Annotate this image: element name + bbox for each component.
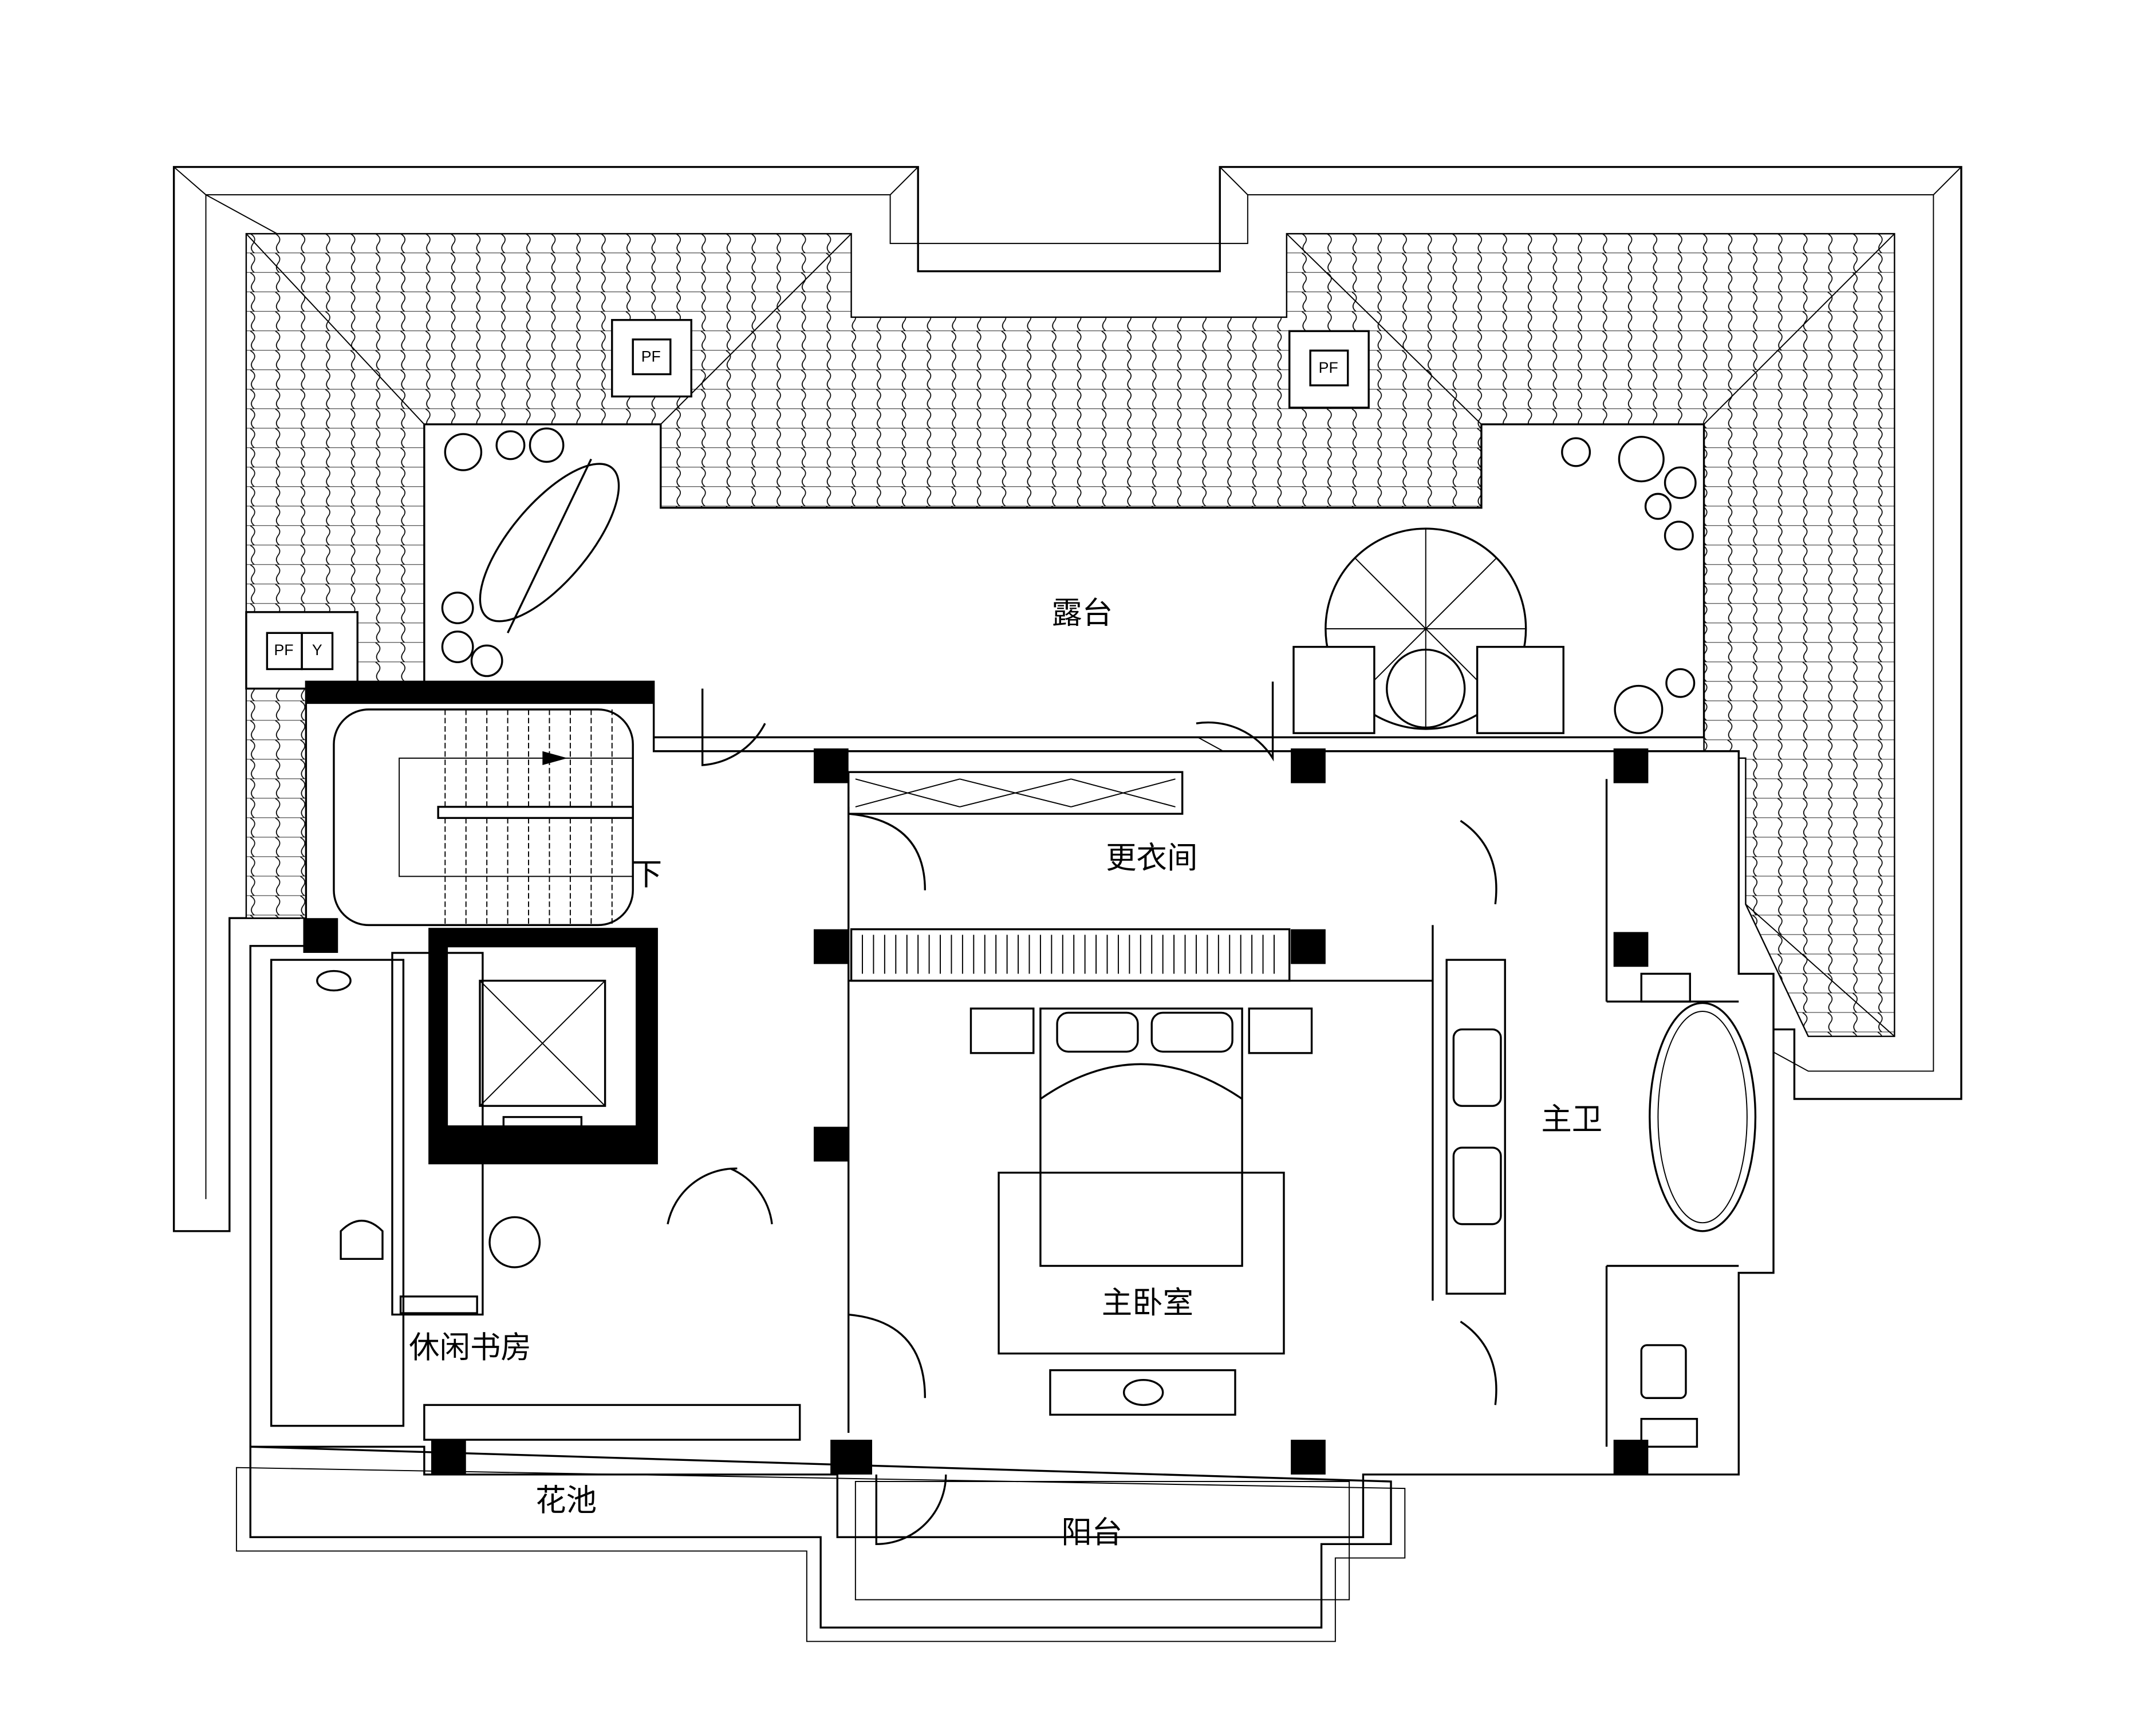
study-furniture: [270, 952, 801, 1441]
building-walls: [249, 680, 1775, 1538]
label-study: 休闲书房: [409, 1329, 531, 1365]
doors: [667, 681, 1497, 1546]
label-dressing-room: 更衣间: [1106, 840, 1197, 876]
pf-label: PF: [274, 641, 293, 659]
label-master-bath: 主卫: [1541, 1101, 1602, 1137]
label-balcony: 阳台: [1061, 1514, 1122, 1550]
pf-label: PF: [641, 348, 661, 365]
pf-vent-left: PF: [611, 319, 692, 398]
elevator: [428, 928, 658, 1165]
pf-y-vent: PF Y: [245, 611, 358, 690]
umbrella-table-set: [1292, 527, 1564, 734]
label-stairs-down: 下: [632, 856, 662, 892]
wardrobe: [848, 771, 1291, 982]
pf-vent-right: PF: [1288, 330, 1370, 409]
terrace-floor: [423, 423, 1705, 739]
label-master-bedroom: 主卧室: [1102, 1284, 1193, 1321]
bed: [969, 1007, 1313, 1416]
y-label: Y: [312, 641, 322, 659]
balcony-outline: [235, 1445, 1406, 1642]
label-planter: 花池: [535, 1482, 597, 1518]
pf-label: PF: [1319, 359, 1338, 376]
lounge-chair: [479, 458, 620, 634]
label-terrace: 露台: [1051, 594, 1113, 631]
bathroom-fixtures: [1445, 959, 1757, 1448]
plants: [441, 427, 1697, 734]
staircase: [333, 708, 634, 927]
